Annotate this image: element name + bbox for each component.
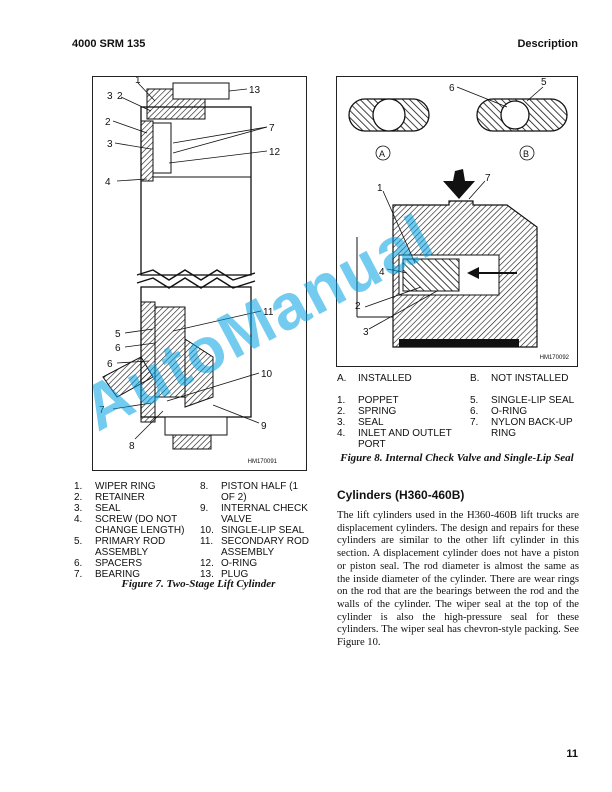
callout-7: 7 <box>485 173 491 184</box>
lift-cylinder-drawing: 1 3 2 2 3 13 7 12 4 11 5 6 6 10 7 9 8 HM… <box>99 75 281 465</box>
callout-4: 4 <box>379 267 385 278</box>
legend-item: 2.SPRING <box>337 406 397 417</box>
section-heading: Cylinders (H360-460B) <box>337 488 465 502</box>
figure-7-legend-right: 8.PISTON HALF (1 OF 2) 9.INTERNAL CHECK … <box>200 481 312 580</box>
figure-8-image-id: HM170092 <box>540 355 570 361</box>
check-valve-drawing: 6 5 A B 7 1 4 2 3 HM170092 <box>348 77 570 361</box>
header-manual-id: 4000 SRM 135 <box>72 38 146 50</box>
figure-7-legend-left: 1.WIPER RING 2.RETAINER 3.SEAL 4.SCREW (… <box>74 481 199 580</box>
figure-8-legend-left: A.INSTALLED 1.POPPET 2.SPRING 3.SEAL 4.I… <box>337 373 467 450</box>
callout-3: 3 <box>363 327 369 338</box>
section-body-text: The lift cylinders used in the H360-460B… <box>337 510 579 649</box>
callout-1: 1 <box>135 77 141 86</box>
callout-10: 10 <box>261 369 273 380</box>
callout-9: 9 <box>261 421 267 432</box>
callout-6-b: 6 <box>107 359 113 370</box>
label-a: A <box>379 149 385 159</box>
figure-7-caption: Figure 7. Two-Stage Lift Cylinder <box>121 578 276 590</box>
legend-item: A.INSTALLED <box>337 373 412 384</box>
callout-2: 2 <box>105 117 111 128</box>
callout-6: 6 <box>449 83 455 94</box>
legend-item: 9.INTERNAL CHECK VALVE <box>200 503 308 525</box>
legend-item: 6.O-RING <box>470 406 528 417</box>
callout-3: 3 <box>107 139 113 150</box>
legend-item: 7.BEARING <box>74 569 141 580</box>
callout-3-top: 3 <box>107 91 113 102</box>
legend-item: B.NOT INSTALLED <box>470 373 569 384</box>
legend-item: 1.WIPER RING <box>74 481 156 492</box>
legend-item: 10.SINGLE-LIP SEAL <box>200 525 305 536</box>
callout-7: 7 <box>99 405 105 416</box>
legend-item: 4.SCREW (DO NOT CHANGE LENGTH) <box>74 514 185 536</box>
callout-11: 11 <box>263 307 274 318</box>
figure-8-legend-right: B.NOT INSTALLED 5.SINGLE-LIP SEAL 6.O-RI… <box>470 373 580 439</box>
legend-item: 12.O-RING <box>200 558 258 569</box>
legend-item: 3.SEAL <box>337 417 384 428</box>
legend-item: 13.PLUG <box>200 569 249 580</box>
legend-item: 4.INLET AND OUTLET PORT <box>337 428 452 450</box>
legend-item: 6.SPACERS <box>74 558 143 569</box>
callout-13: 13 <box>249 85 261 96</box>
legend-item: 7.NYLON BACK-UP RING <box>470 417 573 439</box>
flow-arrow-icon <box>443 169 475 199</box>
header-section-title: Description <box>517 38 578 50</box>
legend-item: 3.SEAL <box>74 503 121 514</box>
callout-12: 12 <box>269 147 281 158</box>
page-number: 11 <box>566 748 578 760</box>
callout-7-top: 7 <box>269 123 275 134</box>
callout-5: 5 <box>541 77 547 88</box>
callout-2: 2 <box>355 301 361 312</box>
callout-5: 5 <box>115 329 121 340</box>
label-b: B <box>523 149 529 159</box>
callout-6-a: 6 <box>115 343 121 354</box>
legend-item: 8.PISTON HALF (1 OF 2) <box>200 481 299 503</box>
figure-7-illustration: 1 3 2 2 3 13 7 12 4 11 5 6 6 10 7 9 8 HM… <box>92 75 307 471</box>
callout-4: 4 <box>105 177 111 188</box>
legend-item: 1.POPPET <box>337 395 399 406</box>
legend-item: 2.RETAINER <box>74 492 145 503</box>
callout-2-top: 2 <box>117 91 123 102</box>
figure-8-caption: Figure 8. Internal Check Valve and Singl… <box>340 452 574 464</box>
figure-7-image-id: HM170091 <box>248 459 278 465</box>
legend-item: 11.SECONDARY ROD ASSEMBLY <box>200 536 309 558</box>
figure-8-illustration: 6 5 A B 7 1 4 2 3 HM170092 <box>336 76 578 367</box>
callout-8: 8 <box>129 441 135 452</box>
legend-item: 5.SINGLE-LIP SEAL <box>470 395 575 406</box>
legend-item: 5.PRIMARY ROD ASSEMBLY <box>74 536 166 558</box>
callout-1: 1 <box>377 183 383 194</box>
